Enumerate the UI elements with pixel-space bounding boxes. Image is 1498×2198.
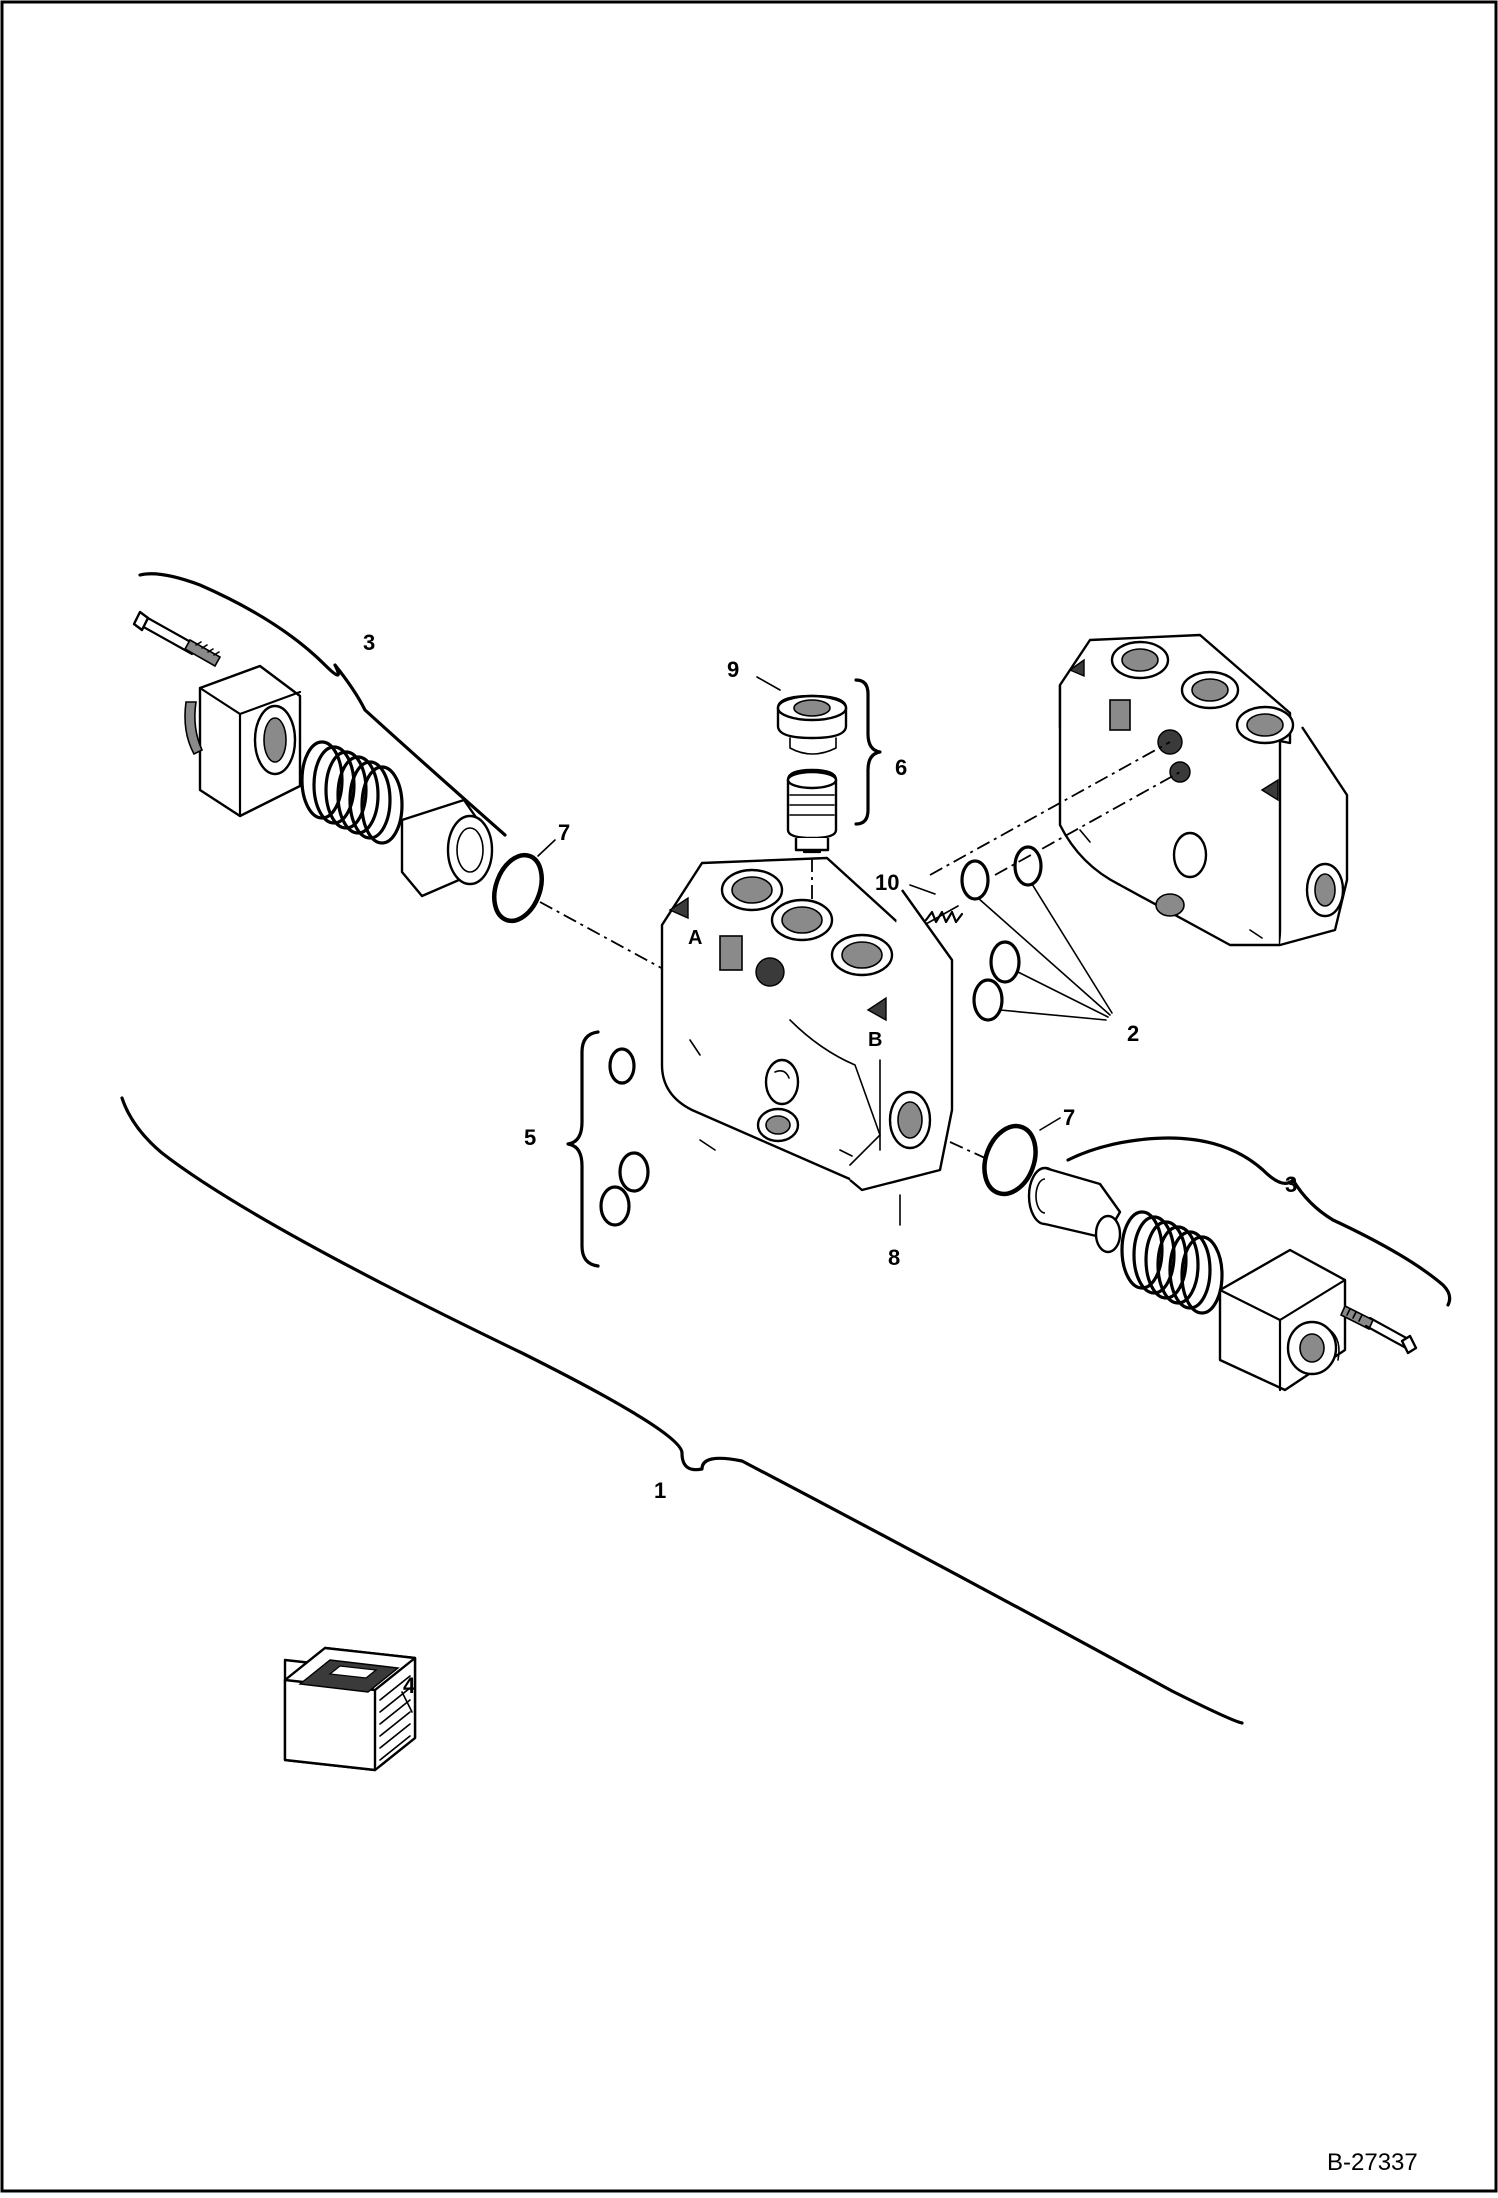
- figure-number: B-27337: [1327, 2149, 1418, 2176]
- o-rings-2: [960, 845, 1113, 1022]
- callout-10: 10: [875, 870, 899, 895]
- assembly-axis-upper: [929, 741, 1171, 876]
- seal-kit-box-4: [283, 1646, 417, 1772]
- relief-valve-cartridge: [786, 768, 838, 854]
- o-ring-7-lower: [982, 1123, 1038, 1197]
- assembly-axis-left: [539, 901, 666, 971]
- callout-3-upper: 3: [363, 630, 375, 655]
- callout-labels: 3 9 6 7 10 2 7 5 3 8 1 4: [363, 630, 1297, 1698]
- valve-section-body: A B: [660, 856, 954, 1192]
- callout-8: 9: [727, 657, 739, 682]
- spring-seat-upper: [400, 798, 494, 898]
- port-mark-b: B: [868, 1029, 882, 1051]
- callout-leaders: [401, 676, 1061, 1713]
- cap-bolt-upper: [132, 610, 222, 668]
- callout-7-upper: 7: [558, 820, 570, 845]
- assembly-axis-right: [949, 1141, 986, 1159]
- spool-end-kit-lower: [1027, 1166, 1418, 1392]
- callout-6: 6: [895, 755, 907, 780]
- callout-4: 4: [403, 1673, 416, 1698]
- o-rings-5: [599, 1047, 650, 1227]
- brace-1: [120, 1096, 1244, 1725]
- spool-spring-upper: [300, 740, 404, 845]
- spring-seat-lower: [1027, 1166, 1122, 1254]
- plug-8: [776, 694, 848, 755]
- brace-3-lower: [1066, 1136, 1452, 1307]
- callout-9: 8: [888, 1245, 900, 1270]
- assembly-axis-lower: [994, 771, 1181, 876]
- callout-1: 1: [654, 1478, 666, 1503]
- brace-6: [854, 678, 882, 826]
- callout-7-lower: 7: [1063, 1105, 1075, 1130]
- callout-2: 2: [1127, 1021, 1139, 1046]
- callout-5: 5: [524, 1125, 536, 1150]
- cap-bolt-lower: [1339, 1304, 1418, 1355]
- callout-3-lower: 3: [1285, 1172, 1297, 1197]
- o-ring-7-upper: [492, 852, 544, 924]
- check-spring-10: [924, 905, 964, 925]
- spool-end-cap-upper: [184, 664, 302, 818]
- spool-spring-lower: [1120, 1210, 1224, 1315]
- brace-5: [566, 1030, 600, 1268]
- brace-3-upper: [138, 572, 507, 837]
- relief-cartridge-assembly: [776, 694, 848, 900]
- spool-end-kit-upper: [132, 610, 494, 898]
- port-mark-a: A: [688, 927, 702, 949]
- spool-end-cap-lower: [1218, 1248, 1347, 1392]
- adjacent-valve-section: [1058, 633, 1349, 947]
